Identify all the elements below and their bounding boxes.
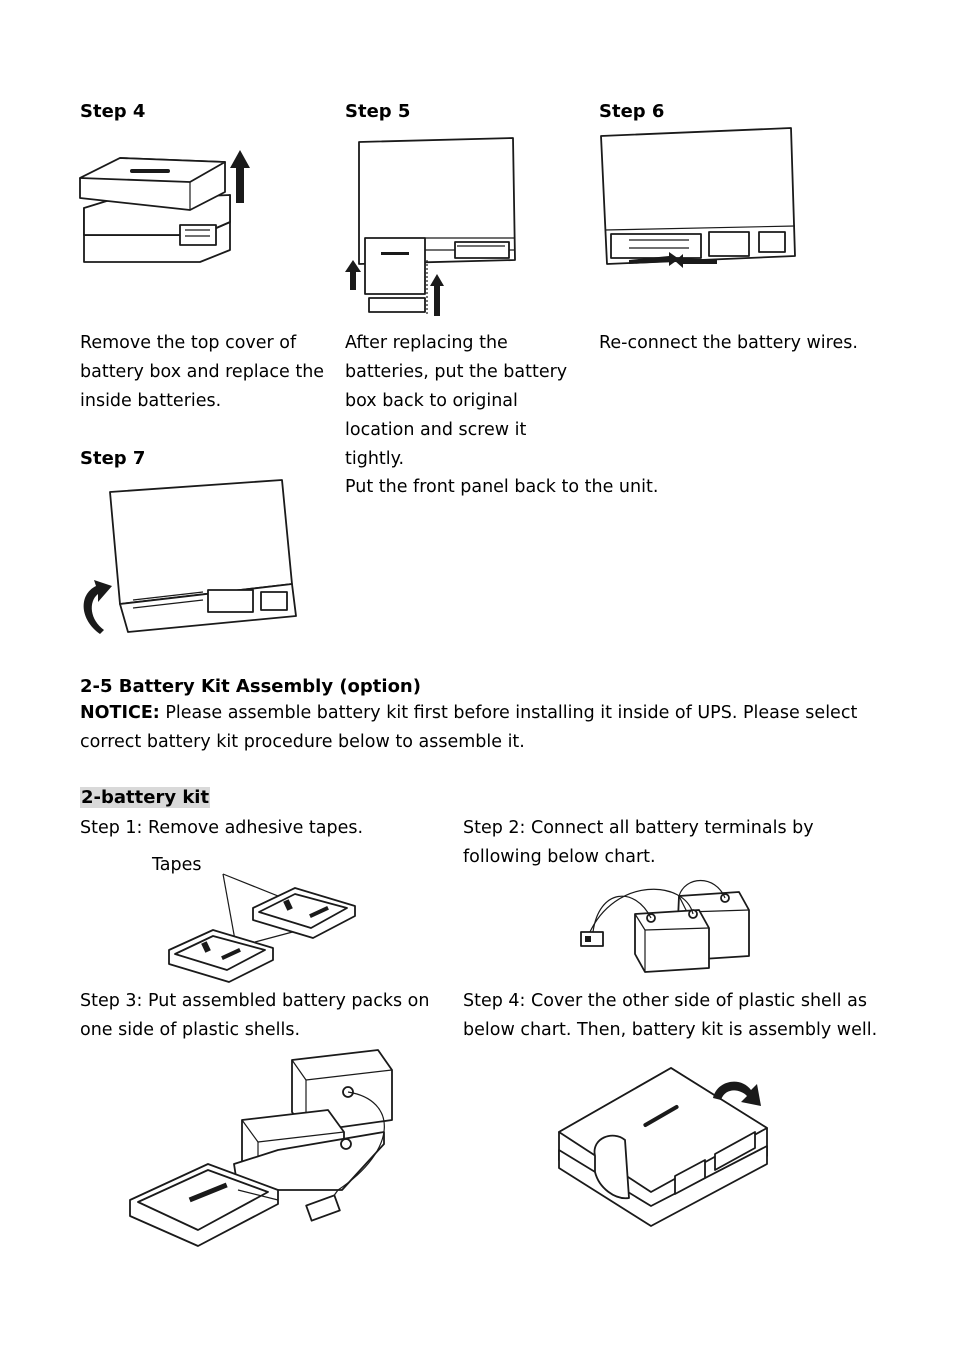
step6-text: Re-connect the battery wires.: [599, 333, 858, 353]
step4-text: Remove the top cover of battery box and …: [80, 333, 325, 411]
kit-heading: 2-battery kit: [80, 787, 211, 808]
notice-line2: correct battery kit procedure below to a…: [80, 732, 525, 752]
kit-step4-line2: below chart. Then, battery kit is assemb…: [463, 1020, 878, 1040]
kit-step2: Step 2: Connect all battery terminals by…: [463, 814, 883, 872]
kit-step3-line1: Step 3: Put assembled battery packs on: [80, 991, 430, 1011]
kit-step4-line1: Step 4: Cover the other side of plastic …: [463, 991, 867, 1011]
notice-line1: Please assemble battery kit first before…: [159, 703, 858, 723]
step7-illustration: [83, 479, 297, 634]
step5-text: After replacing the batteries, put the b…: [345, 333, 568, 469]
kit-step1: Step 1: Remove adhesive tapes.: [80, 818, 364, 838]
notice-label: NOTICE:: [80, 703, 160, 723]
step7-text: Put the front panel back to the unit.: [345, 477, 659, 497]
kit-step2-line1: Step 2: Connect all battery terminals by: [463, 818, 814, 838]
step4-heading: Step 4: [80, 101, 146, 122]
kit-step4-illustration: [558, 1067, 768, 1227]
step4-illustration: [79, 150, 250, 263]
kit-heading-wrap: 2-battery kit: [80, 787, 211, 808]
kit-step3-illustration: [129, 1049, 393, 1247]
kit-step2-line2: following below chart.: [463, 847, 656, 867]
kit-step4: Step 4: Cover the other side of plastic …: [463, 987, 903, 1045]
tapes-label: Tapes: [152, 855, 202, 875]
kit-step2-illustration: [580, 880, 750, 973]
step5-heading: Step 5: [345, 101, 411, 122]
step5-illustration: [345, 137, 516, 316]
notice-paragraph: NOTICE: Please assemble battery kit firs…: [80, 699, 900, 757]
section-title: 2-5 Battery Kit Assembly (option): [80, 676, 421, 697]
kit-step3: Step 3: Put assembled battery packs on o…: [80, 987, 460, 1045]
step6-heading: Step 6: [599, 101, 665, 122]
kit-step3-line2: one side of plastic shells.: [80, 1020, 301, 1040]
step6-illustration: [600, 127, 796, 268]
kit-step1-illustration: [168, 873, 356, 983]
step7-heading: Step 7: [80, 448, 146, 469]
